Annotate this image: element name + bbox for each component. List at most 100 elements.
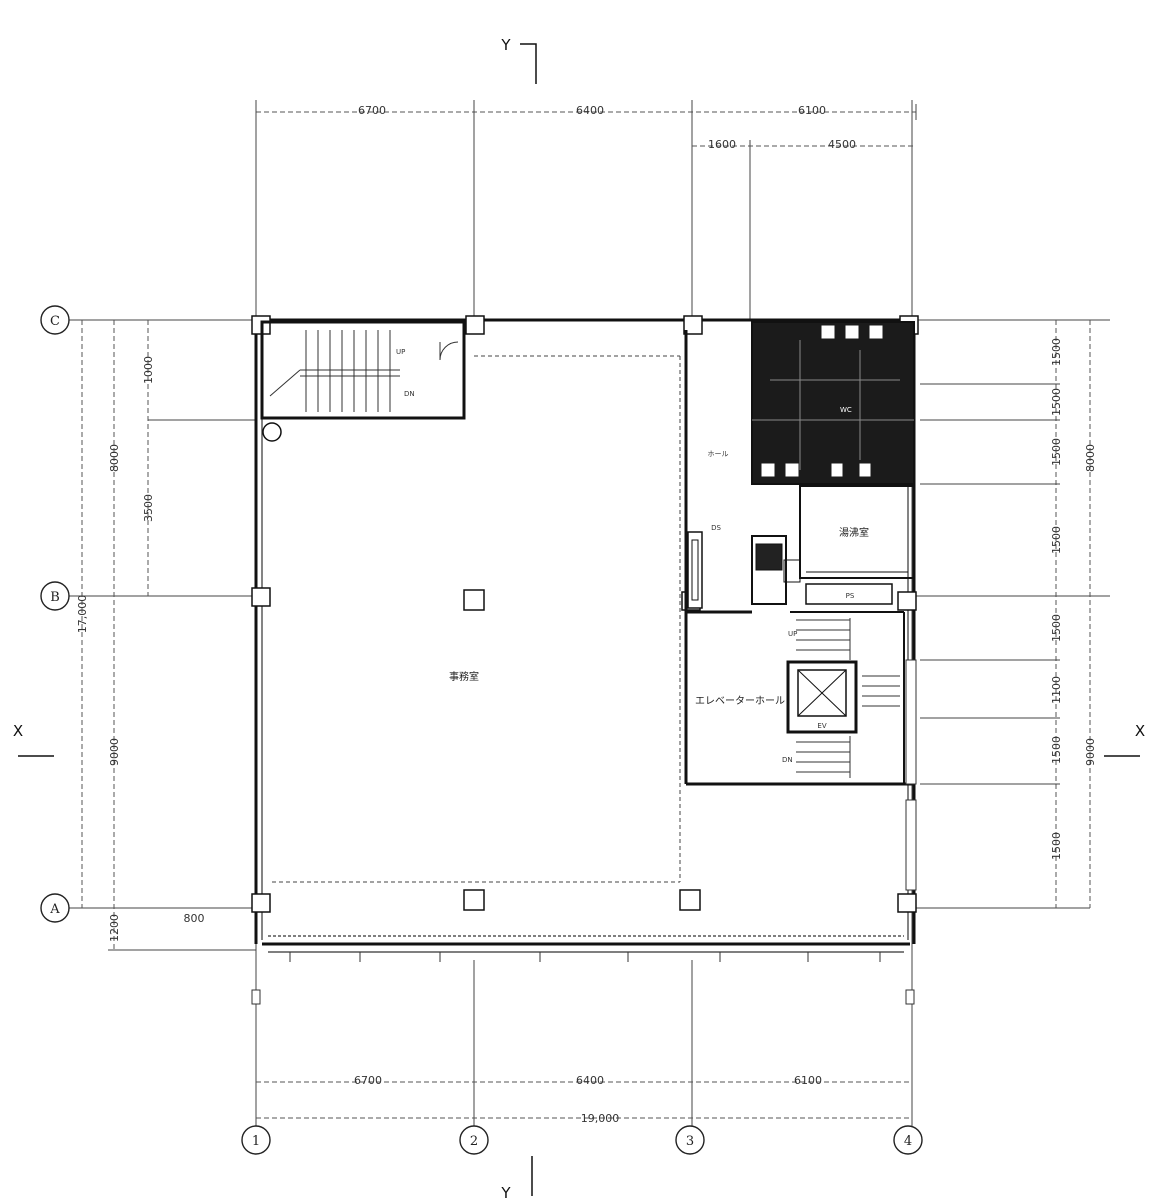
stair2-dn-label: DN <box>782 756 793 764</box>
pantry-sink <box>755 543 783 571</box>
bubble-a <box>40 893 70 923</box>
column-2c <box>465 315 485 335</box>
bubble-3 <box>675 1125 705 1155</box>
section-markers <box>18 43 1140 1196</box>
toilet-fixture <box>869 325 883 339</box>
east-window <box>905 799 917 891</box>
section-y-top-mark <box>520 43 537 84</box>
ps-label: PS <box>846 592 855 600</box>
east-core <box>684 330 914 786</box>
dim-right-lower: 9000 <box>1084 738 1097 766</box>
column-1b <box>251 587 271 607</box>
wc-label: WC <box>840 406 852 414</box>
dim-bottom-2: 6400 <box>576 1074 604 1087</box>
dimension-ticks <box>108 104 1060 951</box>
dim-top-3: 6100 <box>798 104 826 117</box>
dim-left-upper-b: 3500 <box>142 494 155 522</box>
dim-right-part-5: 1500 <box>1050 614 1063 642</box>
dim-right-part-7: 1500 <box>1050 736 1063 764</box>
elevator-shaft: EV <box>786 660 858 734</box>
pantry-label: 湯沸室 <box>839 526 869 539</box>
dim-bottom-3: 6100 <box>794 1074 822 1087</box>
dim-top-1: 6700 <box>358 104 386 117</box>
section-x-left-label: X <box>13 722 23 740</box>
east-windows <box>905 659 917 891</box>
stair-north-west: UP DN <box>260 320 466 442</box>
office-boundary <box>272 355 681 883</box>
pantry-fridge <box>783 559 801 583</box>
toilet-fixture <box>821 325 835 339</box>
ev-label: EV <box>817 722 826 730</box>
grid-lines <box>68 100 1110 1130</box>
dim-left-total: 17,000 <box>76 595 89 634</box>
toilet-area <box>751 321 915 485</box>
axis-label-c: C <box>50 314 60 329</box>
dim-top-sub-2: 4500 <box>828 138 856 151</box>
dim-left-lower: 9000 <box>108 738 121 766</box>
office-label: 事務室 <box>449 670 479 683</box>
elevator-car <box>797 669 847 717</box>
dim-bottom-total: 19,000 <box>581 1112 620 1125</box>
dim-top-2: 6400 <box>576 104 604 117</box>
downpipe-right <box>905 989 915 1005</box>
toilet-fixture <box>845 325 859 339</box>
column-4b <box>897 591 917 611</box>
ds-label: DS <box>711 524 721 532</box>
pantry-walls <box>799 485 915 579</box>
dim-right-part-1: 1500 <box>1050 338 1063 366</box>
stair-south-east <box>790 611 905 784</box>
column-1a <box>251 893 271 913</box>
column-3a <box>679 889 701 911</box>
column-4a <box>897 893 917 913</box>
dimension-lines <box>81 111 1091 1119</box>
axis-label-3: 3 <box>686 1134 694 1149</box>
ps-shaft <box>805 583 893 605</box>
downpipes <box>251 989 915 1005</box>
dim-right-part-8: 1500 <box>1050 832 1063 860</box>
axis-label-a: A <box>49 902 60 917</box>
axis-label-1: 1 <box>252 1134 260 1149</box>
elevator-shaft-wall <box>786 660 858 734</box>
dim-right-upper: 8000 <box>1084 444 1097 472</box>
axis-label-b: B <box>50 590 60 605</box>
pantry-unit <box>751 535 787 605</box>
stair-up-label: UP <box>396 348 405 356</box>
stair2-up-label: UP <box>788 630 797 638</box>
east-window <box>905 659 917 785</box>
bubble-b <box>40 581 70 611</box>
toilet-block: WC <box>751 321 915 485</box>
bubble-2 <box>459 1125 489 1155</box>
elevator-hall-label: エレベーターホール <box>695 695 785 707</box>
section-y-top-label: Y <box>500 36 511 54</box>
section-y-bottom-label: Y <box>500 1184 511 1200</box>
hall-fittings <box>687 531 703 609</box>
columns <box>251 315 919 913</box>
column-2b <box>463 589 485 611</box>
dim-left-small: 1200 <box>108 914 121 942</box>
bubble-c <box>40 305 70 335</box>
column-2a <box>463 889 485 911</box>
stair-enclosure <box>260 320 466 420</box>
dim-right-part-3: 1500 <box>1050 438 1063 466</box>
south-facade-mullions <box>289 952 881 962</box>
hall-cabinet-inner <box>691 539 699 601</box>
grid-bubbles <box>40 305 923 1155</box>
dim-right-part-6: 1100 <box>1050 676 1063 704</box>
hall-label: ホール <box>708 450 729 458</box>
stair-dn-label: DN <box>404 390 415 398</box>
stair-arrow <box>269 369 301 397</box>
axis-label-4: 4 <box>904 1134 912 1149</box>
dim-top-sub-1: 1600 <box>708 138 736 151</box>
toilet-fixture <box>831 463 843 477</box>
elevator-car-cross <box>797 669 847 717</box>
dim-left-upper-a: 1000 <box>142 356 155 384</box>
dim-left-upper: 8000 <box>108 444 121 472</box>
axis-label-2: 2 <box>470 1134 478 1149</box>
toilet-fixture <box>761 463 775 477</box>
section-x-right-label: X <box>1135 722 1145 740</box>
toilet-fixture <box>785 463 799 477</box>
bubble-1 <box>241 1125 271 1155</box>
dim-right-part-2: 1500 <box>1050 388 1063 416</box>
duct-shaft-icon <box>262 422 282 442</box>
